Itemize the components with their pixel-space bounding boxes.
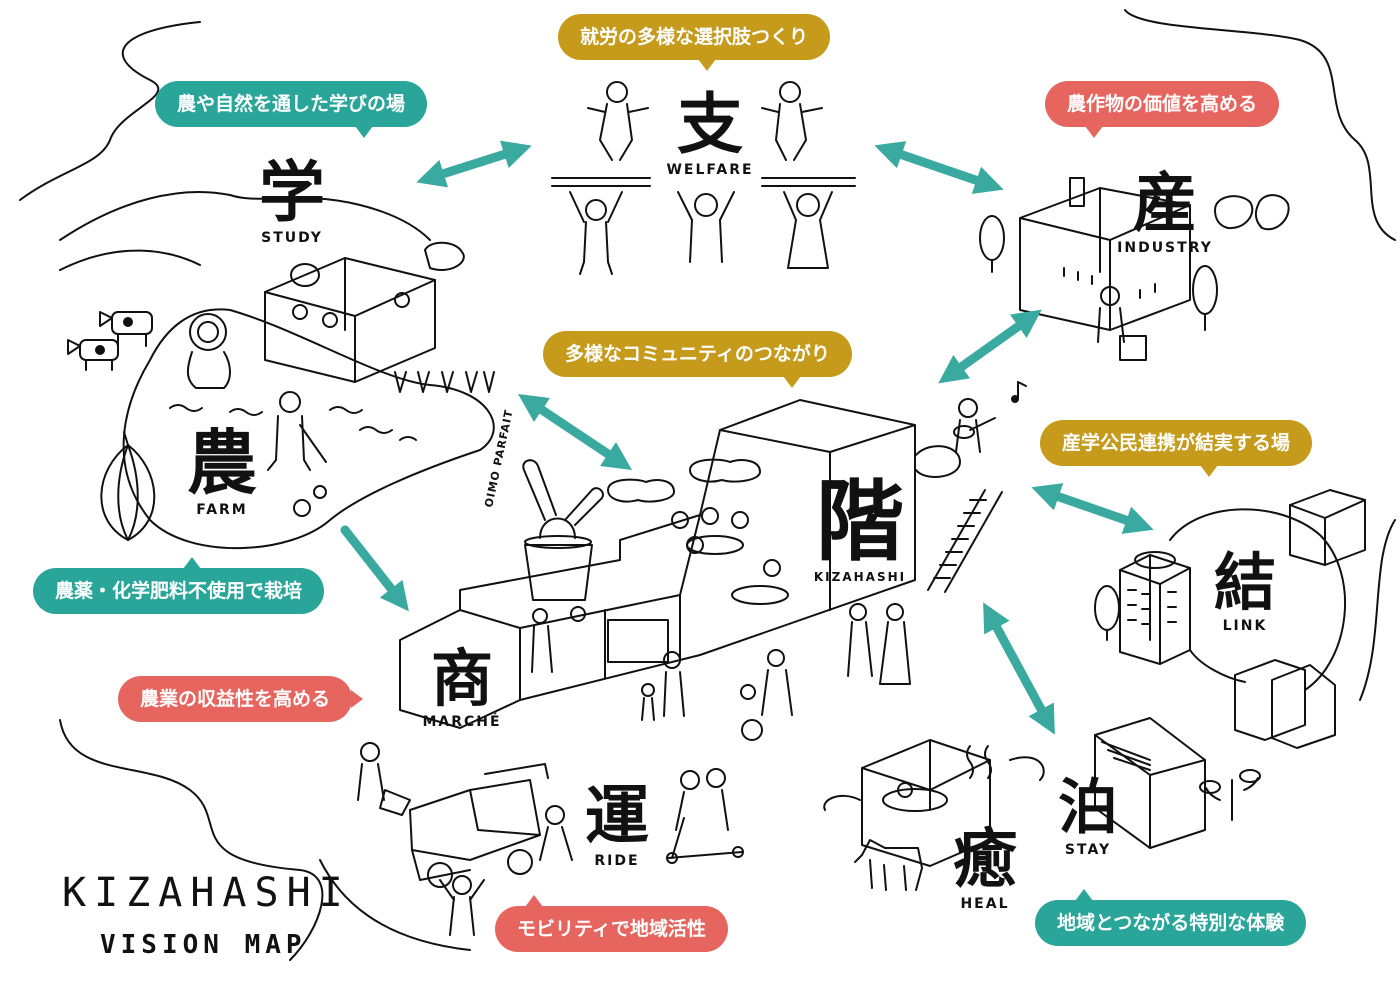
node-welfare: 支 WELFARE [660,86,760,179]
office-building-icon [1234,659,1336,749]
sweet-potato-icon [1214,194,1290,231]
parfait-icon [522,459,604,601]
farmer-icon [357,742,411,816]
node-kanji: 癒 [953,823,1017,897]
node-label: INDUSTRY [1117,240,1213,256]
node-ride: 運 RIDE [575,785,659,869]
arrow-kizahashi-link [1031,483,1154,534]
node-label: LINK [1222,618,1268,634]
node-kanji: 運 [585,780,649,854]
bathtub-icon [861,739,991,867]
arrow-study-welfare [416,140,532,188]
steam-icon [966,745,992,779]
wave-line-right [1359,519,1396,701]
ladder-icon [927,489,1003,593]
wave-line-top-left [19,21,201,201]
node-label: MARCHÉ [422,714,502,730]
farm-field-outline [122,308,495,550]
horse-icon [854,839,923,891]
node-kanji: 商 [430,642,493,715]
node-kanji: 学 [259,154,325,231]
speech-cloud-icon [915,445,961,478]
parfait-label: OIMO PARFAIT [482,408,516,508]
tree-icon [979,215,1218,641]
node-farm: 農 FARM [180,428,264,518]
arrow-farm-marche [340,525,409,612]
link-circle [1169,508,1346,691]
hill-study [59,191,431,241]
node-stay: 泊 STAY [1048,778,1128,858]
onion-icon [100,431,156,541]
music-note-icon [1011,381,1027,403]
node-link: 結 LINK [1205,546,1285,635]
arrow-industry-kizahashi [938,309,1042,384]
hill-small [59,249,201,271]
node-study: 学 STUDY [250,154,334,247]
arrow-kizahashi-stay [983,602,1055,735]
map-title: KIZAHASHI [62,870,351,916]
node-label: WELFARE [666,162,754,178]
people-icon [531,507,911,741]
cow-icon [67,339,119,371]
node-kanji: 農 [187,422,257,504]
node-kanji: 産 [1133,167,1197,241]
wing-icon [823,756,1045,811]
bubble-farm: 農薬・化学肥料不使用で栽培 [33,557,325,614]
truck-icon [409,763,549,888]
node-kanji: 階 [815,470,904,573]
node-heal: 癒 HEAL [945,828,1025,912]
wave-line-bottom-mid [319,859,471,951]
guitar-player-icon [953,398,996,453]
bubble-marche: 農業の収益性を高める [118,676,364,722]
classroom-icon [264,241,465,383]
sprout-icon [169,371,495,441]
farmer-icon [186,313,231,389]
bubble-community: 多様なコミュニティのつながり [543,331,852,388]
inn-building-icon [1094,717,1206,849]
node-marche: 商 MARCHÉ [420,642,504,731]
bubble-ride: モビリティで地域活性 [495,895,728,952]
node-label: KIZAHASHI [813,570,907,584]
farmer-icon [267,391,327,471]
node-kanji: 結 [1213,546,1276,619]
arrow-farm-kizahashi [518,394,632,470]
link-circle [1189,649,1246,683]
bubble-welfare: 就労の多様な選択肢つくり [558,14,831,71]
arrow-welfare-industry [874,141,1004,194]
node-kanji: 泊 [1058,773,1118,843]
bubble-study: 農や自然を通した学びの場 [155,81,428,138]
people-icon [439,805,573,936]
staircase-building-icon [399,399,916,729]
office-building-icon [1289,489,1366,566]
map-subtitle: VISION MAP [100,930,307,960]
bonsai-icon [1199,769,1261,821]
node-kizahashi: 階 KIZAHASHI [805,470,915,585]
office-building-icon [1119,551,1191,665]
node-label: STAY [1064,842,1112,858]
wave-line-top-right [1124,9,1396,241]
node-label: RIDE [594,853,640,869]
worker-figure-icon [551,81,856,275]
bubble-stay: 地域とつながる特別な体験 [1035,889,1307,946]
node-label: STUDY [261,230,323,246]
node-industry: 産 INDUSTRY [1115,172,1215,256]
bubble-industry: 農作物の価値を高める [1045,81,1280,138]
speech-cloud-icon [607,478,675,503]
node-kanji: 支 [677,86,743,163]
bubble-link: 産学公民連携が結実する場 [1040,420,1313,477]
node-label: FARM [196,502,248,518]
node-label: HEAL [960,896,1010,912]
scooter-icon [666,768,744,864]
speech-cloud-icon [689,458,761,483]
wave-line-bottom-left [59,719,324,961]
